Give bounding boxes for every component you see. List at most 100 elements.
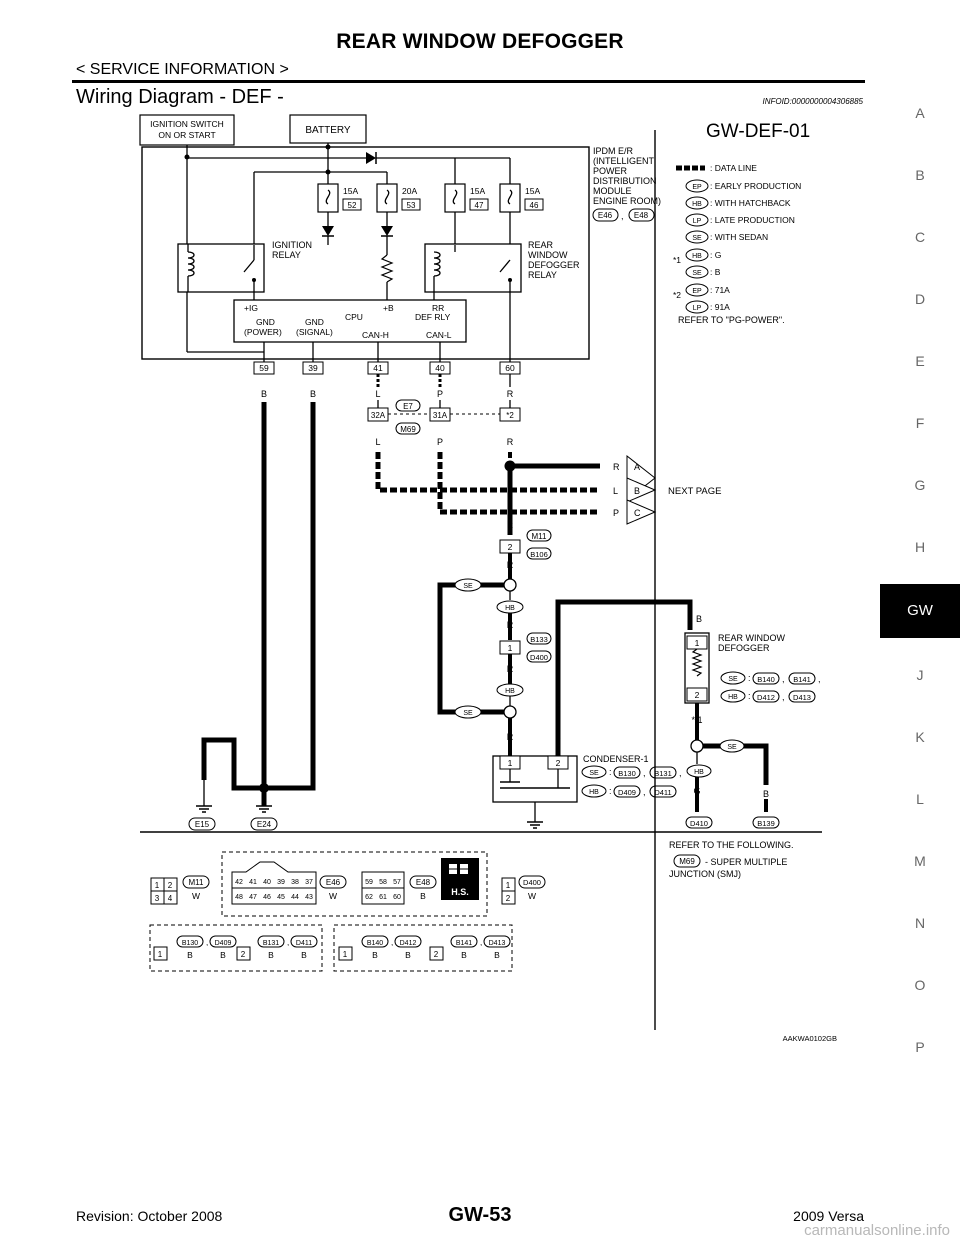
svg-text:D400: D400	[523, 878, 541, 887]
index-k[interactable]: K	[915, 729, 925, 745]
svg-text:4: 4	[168, 894, 173, 903]
ipdm-label-5: MODULE	[593, 186, 632, 196]
svg-text:20A: 20A	[402, 186, 417, 196]
junction-pin-star2: *2	[506, 411, 514, 420]
defogger-label-2: DEFOGGER	[718, 643, 770, 653]
defogger-relay	[424, 243, 522, 293]
ignition-relay-label-2: RELAY	[272, 250, 301, 260]
svg-text:B: B	[494, 950, 500, 960]
svg-text:HB: HB	[728, 694, 738, 701]
condenser-label: CONDENSER-1	[583, 754, 649, 764]
index-j[interactable]: J	[916, 667, 924, 683]
refer-m69: M69	[679, 857, 695, 866]
svg-text:15A: 15A	[343, 186, 358, 196]
index-g[interactable]: G	[914, 477, 926, 493]
fuse-53: 20A 53	[376, 183, 421, 213]
svg-text:15A: 15A	[525, 186, 540, 196]
svg-text::: :	[609, 767, 612, 777]
info-id: INFOID:0000000004306885	[762, 97, 863, 106]
svg-text:46: 46	[530, 201, 539, 210]
svg-text:B: B	[187, 950, 193, 960]
svg-text:B: B	[634, 486, 640, 496]
svg-text:HB: HB	[589, 789, 599, 796]
index-gw-active[interactable]: GW	[880, 584, 960, 638]
index-m[interactable]: M	[914, 853, 926, 869]
svg-text:B: B	[555, 732, 561, 742]
page-subtitle: < SERVICE INFORMATION >	[76, 61, 289, 78]
index-e[interactable]: E	[915, 353, 925, 369]
ground-e24: E24	[257, 820, 272, 829]
svg-text:1: 1	[508, 758, 513, 768]
svg-text::: :	[748, 691, 751, 701]
index-d[interactable]: D	[914, 291, 926, 307]
index-a[interactable]: A	[915, 105, 925, 121]
conn-b106: B106	[530, 550, 548, 559]
svg-text:59: 59	[365, 879, 373, 886]
svg-text::: :	[609, 786, 612, 796]
svg-text:: DATA LINE: : DATA LINE	[710, 163, 757, 173]
svg-text:2: 2	[168, 881, 173, 890]
svg-text:HB: HB	[505, 688, 515, 695]
index-f[interactable]: F	[915, 415, 925, 431]
svg-text:: WITH HATCHBACK: : WITH HATCHBACK	[710, 198, 791, 208]
svg-text:2: 2	[241, 950, 246, 959]
svg-text:P: P	[437, 437, 443, 447]
footer-revision: Revision: October 2008	[76, 1208, 223, 1224]
junction-m69: M69	[400, 425, 416, 434]
index-n[interactable]: N	[914, 915, 926, 931]
svg-text:CAN-L: CAN-L	[426, 330, 452, 340]
index-c[interactable]: C	[914, 229, 926, 245]
index-l[interactable]: L	[916, 791, 924, 807]
svg-text:,: ,	[287, 938, 289, 947]
svg-text:1: 1	[695, 638, 700, 648]
svg-text:P: P	[437, 389, 443, 399]
ignition-switch-label-2: ON OR START	[158, 130, 215, 140]
index-o[interactable]: O	[914, 977, 926, 993]
svg-text:R: R	[507, 732, 514, 742]
index-b[interactable]: B	[915, 167, 925, 183]
svg-text:D411: D411	[654, 788, 671, 797]
next-page-label: NEXT PAGE	[668, 486, 722, 497]
svg-text:W: W	[192, 891, 200, 901]
ipdm-box	[141, 146, 590, 360]
svg-text:60: 60	[505, 363, 515, 373]
svg-text:44: 44	[291, 894, 299, 901]
svg-text:38: 38	[291, 879, 299, 886]
svg-text:D413: D413	[489, 940, 506, 947]
svg-text:1: 1	[506, 881, 511, 890]
svg-text:D412: D412	[757, 693, 775, 702]
svg-text:B: B	[461, 950, 467, 960]
connector-view-b130-group: 1 B130 , D409 B B 2 B131 , D411 B B	[153, 935, 318, 961]
svg-text:E46: E46	[326, 878, 341, 887]
ipdm-label-6: ENGINE ROOM)	[593, 196, 661, 206]
conn-d400: D400	[530, 653, 548, 662]
svg-text:HB: HB	[694, 769, 704, 776]
ipdm-conn-e48: E48	[634, 211, 649, 220]
cpu-box	[233, 299, 467, 343]
ground-d410: D410	[690, 819, 708, 828]
svg-text:46: 46	[263, 894, 271, 901]
watermark: carmanualsonline.info	[804, 1222, 950, 1239]
svg-text:43: 43	[305, 894, 313, 901]
svg-text:2: 2	[434, 950, 439, 959]
header-divider	[72, 80, 865, 83]
index-p[interactable]: P	[915, 1039, 925, 1055]
svg-text:53: 53	[407, 201, 416, 210]
svg-text:1: 1	[155, 881, 160, 890]
svg-text:B: B	[201, 761, 207, 771]
svg-text:: B: : B	[710, 267, 721, 277]
svg-text:B: B	[372, 950, 378, 960]
footer-model: 2009 Versa	[793, 1208, 864, 1224]
svg-text:A: A	[634, 462, 640, 472]
connector-view-e46: 42 41 40 39 38 37 48 47 46 45 44 43 E46 …	[231, 861, 347, 905]
svg-text:DEF RLY: DEF RLY	[415, 312, 451, 322]
junction-pin-31a: 31A	[433, 411, 448, 420]
index-h[interactable]: H	[914, 539, 926, 555]
svg-text:,: ,	[480, 938, 482, 947]
svg-text:(POWER): (POWER)	[244, 327, 282, 337]
svg-text:: 71A: : 71A	[710, 285, 730, 295]
svg-text:G: G	[693, 786, 700, 796]
svg-text:C: C	[634, 508, 641, 518]
ground-b139: B139	[757, 819, 775, 828]
